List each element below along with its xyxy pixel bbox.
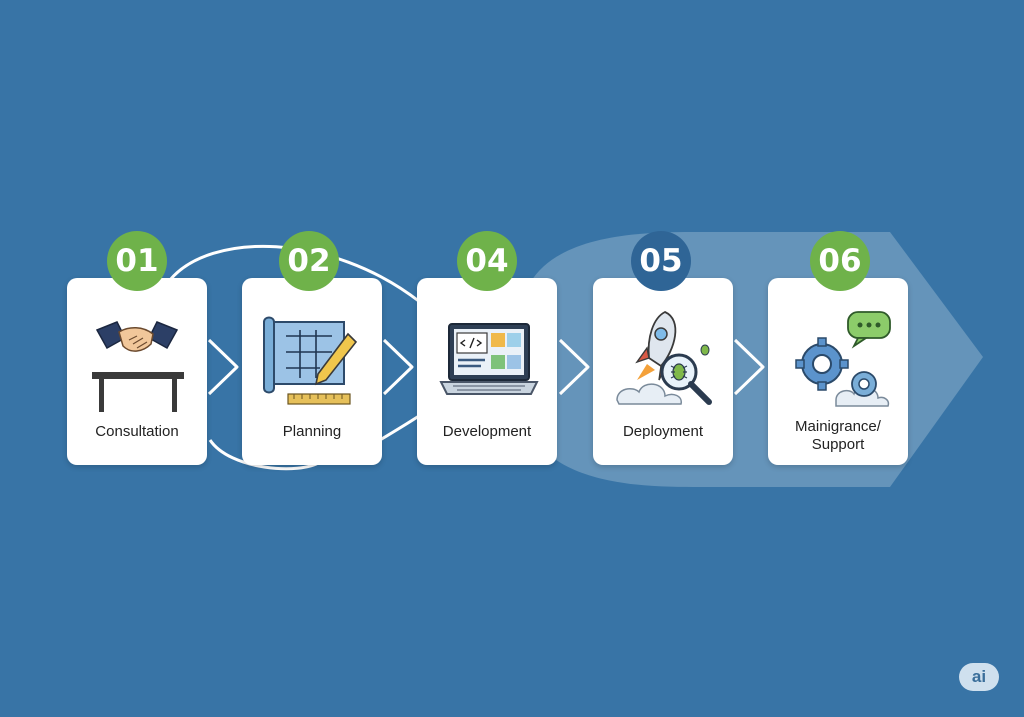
- step-label: Consultation: [95, 423, 179, 440]
- blueprint-pencil-icon: [263, 316, 358, 405]
- step-card-maintenance-support: Mainigrance/ Support: [768, 278, 908, 465]
- connector-chevron-1: [207, 338, 239, 396]
- step-card-deployment: Deployment: [593, 278, 733, 465]
- step-card-planning: Planning: [242, 278, 382, 465]
- connector-chevron-2: [382, 338, 414, 396]
- step-label: Mainigrance/ Support: [795, 418, 881, 453]
- step-label: Development: [442, 423, 532, 440]
- handshake-table-icon: [92, 321, 184, 412]
- ai-logo: ai: [959, 663, 999, 691]
- step-card-development: Development: [417, 278, 557, 465]
- connector-chevron-4: [733, 338, 765, 396]
- step-number-badge-4: 05: [631, 231, 691, 291]
- step-number-badge-1: 01: [107, 231, 167, 291]
- connector-chevron-3: [558, 338, 590, 396]
- step-number-badge-2: 02: [279, 231, 339, 291]
- gears-chat-icon: [795, 311, 891, 407]
- rocket-bug-magnifier-icon: [616, 311, 712, 405]
- step-label: Planning: [282, 423, 342, 440]
- step-number-badge-5: 06: [810, 231, 870, 291]
- laptop-code-icon: [439, 323, 539, 395]
- step-number-badge-3: 04: [457, 231, 517, 291]
- step-label: Deployment: [622, 423, 704, 440]
- step-card-consultation: Consultation: [67, 278, 207, 465]
